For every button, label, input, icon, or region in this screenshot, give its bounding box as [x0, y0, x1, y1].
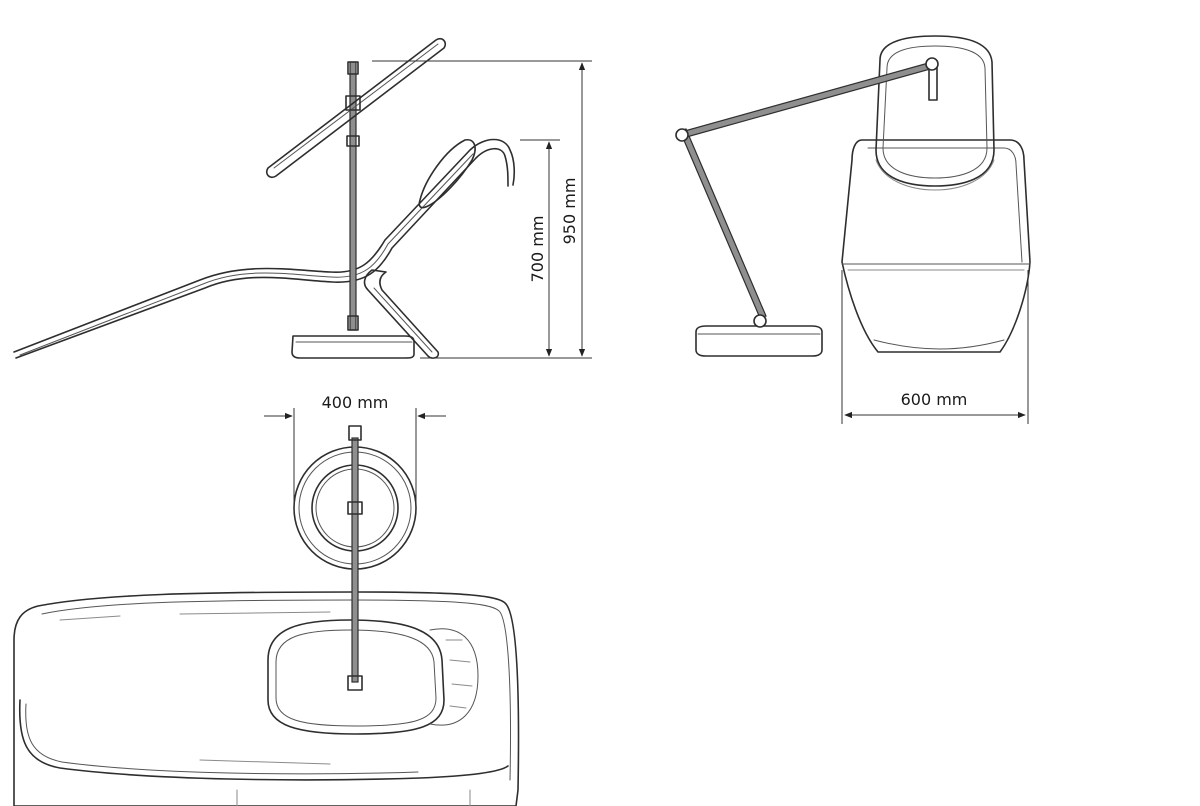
diameter-dimension	[264, 408, 446, 512]
height-950-label: 950 mm	[560, 178, 579, 245]
lamp-arms-front	[675, 57, 939, 328]
lounger-top-outline	[13, 591, 520, 806]
diameter-400-label: 400 mm	[322, 393, 389, 412]
side-view: 700 mm 950 mm	[13, 37, 592, 359]
height-dimensions	[372, 60, 592, 359]
lamp-base-side	[291, 335, 415, 359]
lamp-base-front	[695, 325, 823, 357]
lamp-head-side	[265, 37, 447, 179]
front-view: 600 mm	[675, 35, 1031, 424]
lounger-side-profile	[13, 138, 516, 359]
lamp-pole-top	[347, 425, 363, 691]
head-cushion-front	[875, 35, 995, 191]
width-600-label: 600 mm	[901, 390, 968, 409]
head-cushion-top	[267, 619, 479, 735]
height-700-label: 700 mm	[528, 216, 547, 283]
lounger-front-profile	[841, 139, 1031, 353]
width-dimension	[841, 270, 1029, 424]
top-view: 400 mm	[13, 393, 520, 806]
lamp-pole-side	[346, 61, 360, 331]
